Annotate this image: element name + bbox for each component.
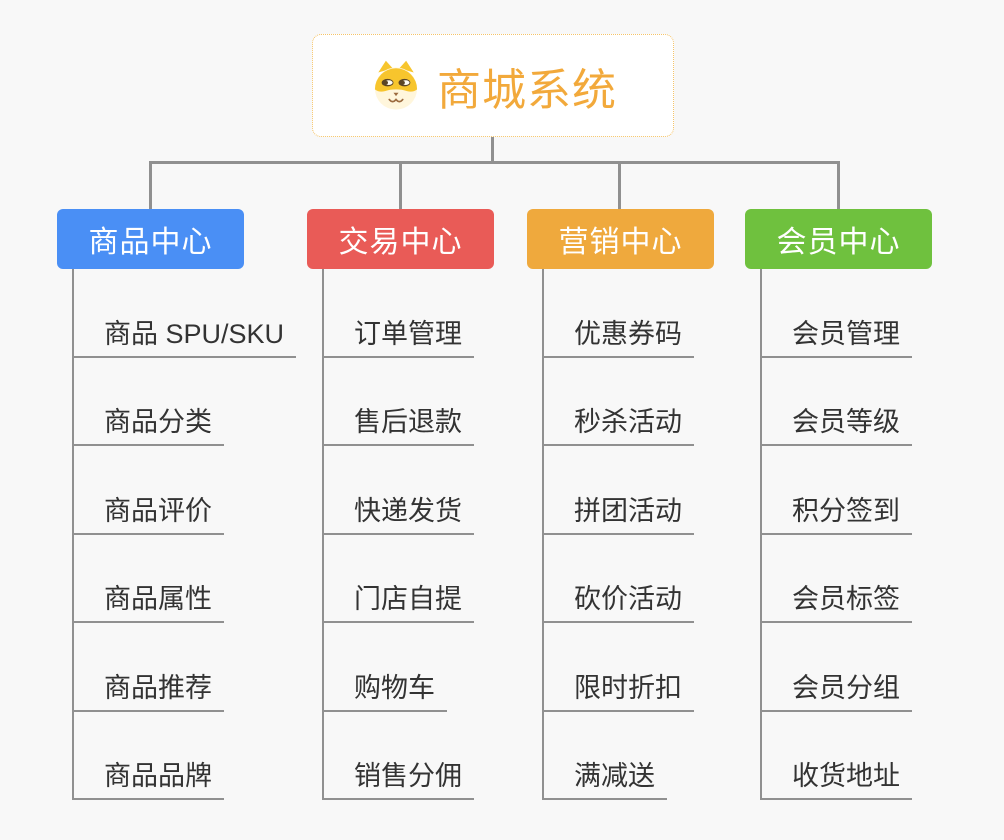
node-item-label: 快递发货 — [322, 489, 474, 535]
node-item-label: 门店自提 — [322, 577, 474, 623]
connector-root-drop — [491, 136, 494, 163]
node-item-label: 限时折扣 — [542, 666, 694, 712]
branch-children: 商品 SPU/SKU 商品分类 商品评价 商品属性 商品推荐 商品品牌 — [57, 269, 307, 800]
node-item[interactable]: 满减送 — [527, 712, 777, 800]
node-item[interactable]: 订单管理 — [307, 269, 557, 358]
node-item-label: 会员等级 — [760, 400, 912, 446]
branch-children: 优惠券码 秒杀活动 拼团活动 砍价活动 限时折扣 满减送 — [527, 269, 777, 800]
node-item-label: 售后退款 — [322, 400, 474, 446]
branch-header-member-center[interactable]: 会员中心 — [745, 209, 932, 269]
root-node[interactable]: 商城系统 — [312, 34, 674, 137]
root-title: 商城系统 — [437, 65, 617, 115]
node-item[interactable]: 限时折扣 — [527, 623, 777, 712]
node-item[interactable]: 秒杀活动 — [527, 358, 777, 446]
node-item-label: 满减送 — [542, 754, 667, 800]
node-item[interactable]: 收货地址 — [745, 712, 995, 800]
node-item[interactable]: 商品推荐 — [57, 623, 307, 712]
node-item-label: 会员分组 — [760, 666, 912, 712]
connector-drop-2 — [399, 161, 402, 210]
branch-trade-center: 交易中心 订单管理 售后退款 快递发货 门店自提 购物车 销售分佣 — [307, 209, 557, 800]
node-item-label: 会员标签 — [760, 577, 912, 623]
node-item[interactable]: 拼团活动 — [527, 446, 777, 535]
node-item[interactable]: 商品属性 — [57, 535, 307, 623]
node-item[interactable]: 优惠券码 — [527, 269, 777, 358]
node-item-label: 砍价活动 — [542, 577, 694, 623]
node-item-label: 商品评价 — [72, 489, 224, 535]
node-item[interactable]: 购物车 — [307, 623, 557, 712]
node-item[interactable]: 会员等级 — [745, 358, 995, 446]
branch-children: 订单管理 售后退款 快递发货 门店自提 购物车 销售分佣 — [307, 269, 557, 800]
branch-header-trade-center[interactable]: 交易中心 — [307, 209, 494, 269]
node-item[interactable]: 售后退款 — [307, 358, 557, 446]
connector-drop-1 — [149, 161, 152, 210]
connector-drop-4 — [837, 161, 840, 210]
dog-face-icon — [374, 60, 418, 110]
node-item-label: 商品推荐 — [72, 666, 224, 712]
connector-drop-3 — [618, 161, 621, 210]
node-item-label: 商品 SPU/SKU — [72, 312, 297, 358]
node-item[interactable]: 门店自提 — [307, 535, 557, 623]
node-item-label: 优惠券码 — [542, 312, 694, 358]
node-item-label: 商品分类 — [72, 400, 224, 446]
node-item-label: 秒杀活动 — [542, 400, 694, 446]
node-item-label: 积分签到 — [760, 489, 912, 535]
node-item[interactable]: 会员管理 — [745, 269, 995, 358]
node-item[interactable]: 砍价活动 — [527, 535, 777, 623]
branch-children: 会员管理 会员等级 积分签到 会员标签 会员分组 收货地址 — [745, 269, 995, 800]
node-item[interactable]: 商品 SPU/SKU — [57, 269, 307, 358]
node-item-label: 商品属性 — [72, 577, 224, 623]
node-item-label: 购物车 — [322, 666, 447, 712]
branch-header-product-center[interactable]: 商品中心 — [57, 209, 244, 269]
node-item[interactable]: 积分签到 — [745, 446, 995, 535]
node-item[interactable]: 会员分组 — [745, 623, 995, 712]
node-item[interactable]: 会员标签 — [745, 535, 995, 623]
node-item-label: 销售分佣 — [322, 754, 474, 800]
branch-member-center: 会员中心 会员管理 会员等级 积分签到 会员标签 会员分组 收货地址 — [745, 209, 995, 800]
node-item[interactable]: 商品分类 — [57, 358, 307, 446]
node-item[interactable]: 商品品牌 — [57, 712, 307, 800]
branch-header-marketing-center[interactable]: 营销中心 — [527, 209, 714, 269]
node-item[interactable]: 商品评价 — [57, 446, 307, 535]
node-item-label: 拼团活动 — [542, 489, 694, 535]
branch-marketing-center: 营销中心 优惠券码 秒杀活动 拼团活动 砍价活动 限时折扣 满减送 — [527, 209, 777, 800]
node-item-label: 会员管理 — [760, 312, 912, 358]
node-item[interactable]: 快递发货 — [307, 446, 557, 535]
node-item-label: 订单管理 — [322, 312, 474, 358]
connector-bus — [149, 161, 840, 164]
branch-product-center: 商品中心 商品 SPU/SKU 商品分类 商品评价 商品属性 商品推荐 商品品牌 — [57, 209, 307, 800]
node-item-label: 商品品牌 — [72, 754, 224, 800]
node-item-label: 收货地址 — [760, 754, 912, 800]
node-item[interactable]: 销售分佣 — [307, 712, 557, 800]
